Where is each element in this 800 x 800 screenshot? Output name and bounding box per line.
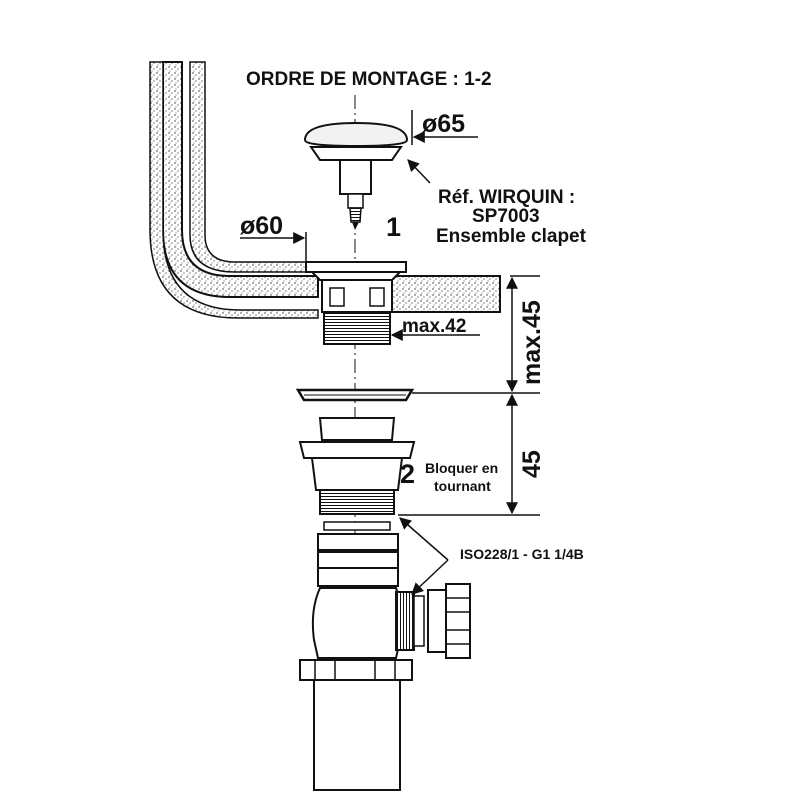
basin-wall-outer	[149, 61, 319, 319]
lock-line-2: tournant	[434, 478, 491, 494]
gasket	[295, 388, 415, 402]
basin-floor	[391, 275, 501, 313]
step-2-label: 2	[400, 459, 415, 489]
max-thread-label: max.42	[402, 316, 466, 337]
bottle-trap	[299, 521, 471, 791]
step-1-label: 1	[386, 212, 401, 242]
dimension-lines	[240, 110, 540, 595]
max-thickness-label: max.45	[518, 300, 546, 385]
basin-wall	[162, 61, 319, 298]
ref-line-2: SP7003	[472, 206, 540, 227]
diagram-title: ORDRE DE MONTAGE : 1-2	[246, 69, 492, 90]
thread-spec-label: ISO228/1 - G1 1/4B	[460, 546, 584, 562]
clapet-cap	[303, 121, 409, 230]
waste-body	[305, 261, 407, 345]
dim-45-label: 45	[518, 450, 546, 478]
flange-diameter-label: ø60	[240, 212, 283, 240]
cap-diameter-label: ø65	[422, 110, 465, 138]
lock-line-1: Bloquer en	[425, 460, 498, 476]
basin-wall-inner	[189, 61, 319, 273]
locking-nut	[298, 417, 416, 515]
ref-line-1: Réf. WIRQUIN :	[438, 187, 575, 208]
ref-line-3: Ensemble clapet	[436, 226, 587, 247]
